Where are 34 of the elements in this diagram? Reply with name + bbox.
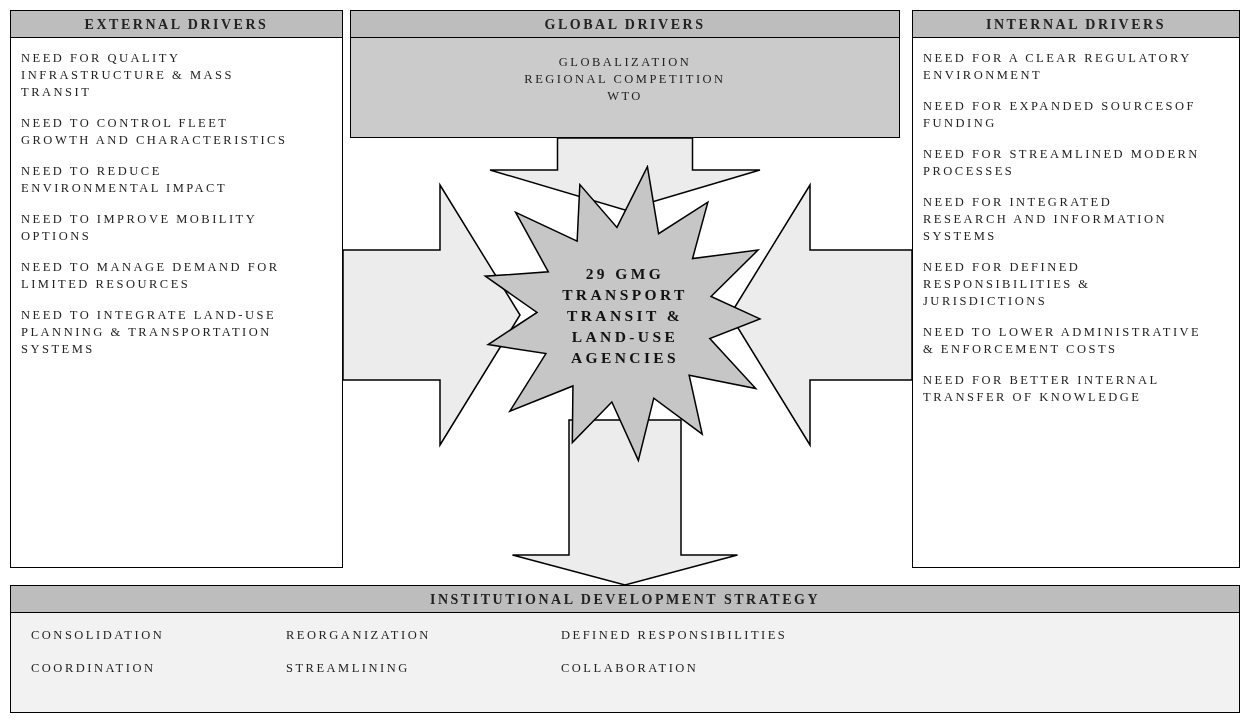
panel-heading: EXTERNAL DRIVERS <box>11 11 342 38</box>
starburst-label: 29 GMG TRANSPORT TRANSIT & LAND-USE AGENCIES <box>561 263 689 368</box>
strategy-panel <box>10 585 1240 713</box>
driver-item: NEED TO IMPROVE MOBILITY OPTIONS <box>21 211 258 245</box>
driver-item: WTO <box>607 88 643 105</box>
strategy-item: COORDINATION <box>31 660 157 677</box>
driver-item: NEED FOR QUALITY INFRASTRUCTURE & MASS TRANSIT <box>21 50 235 101</box>
strategy-item: STREAMLINING <box>286 660 411 677</box>
driver-item: NEED TO REDUCE ENVIRONMENTAL IMPACT <box>21 163 229 197</box>
driver-item: NEED FOR EXPANDED SOURCESOF FUNDING <box>923 98 1197 132</box>
driver-item: NEED TO CONTROL FLEET GROWTH AND CHARACTERISTICS <box>21 115 289 149</box>
strategy-item: REORGANIZATION <box>286 627 432 644</box>
driver-item: GLOBALIZATION <box>558 54 692 71</box>
strategy-item: DEFINED RESPONSIBILITIES <box>561 627 789 644</box>
block-arrow <box>342 182 521 448</box>
driver-item: NEED FOR STREAMLINED MODERN PROCESSES <box>923 146 1201 180</box>
driver-item: NEED TO LOWER ADMINISTRATIVE & ENFORCEMENT COSTS <box>923 324 1203 358</box>
driver-panel <box>10 10 343 568</box>
driver-item: REGIONAL COMPETITION <box>524 71 726 88</box>
panel-heading: INSTITUTIONAL DEVELOPMENT STRATEGY <box>11 586 1239 613</box>
driver-item: NEED FOR A CLEAR REGULATORY ENVIRONMENT <box>923 50 1193 84</box>
driver-item: NEED TO INTEGRATE LAND-USE PLANNING & TRANSPORTATION SYSTEMS <box>21 307 278 358</box>
driver-item: NEED FOR DEFINED RESPONSIBILITIES & JURISDICTIONS <box>923 259 1092 310</box>
panel-heading: GLOBAL DRIVERS <box>351 11 899 38</box>
driver-item: NEED FOR BETTER INTERNAL TRANSFER OF KNOWLEDGE <box>923 372 1161 406</box>
driver-item: NEED TO MANAGE DEMAND FOR LIMITED RESOURCES <box>21 259 281 293</box>
strategy-item: COLLABORATION <box>561 660 700 677</box>
global-drivers-panel <box>350 10 900 138</box>
panel-heading: INTERNAL DRIVERS <box>913 11 1239 38</box>
block-arrow <box>511 419 739 586</box>
driver-panel <box>912 10 1240 568</box>
strategy-item: CONSOLIDATION <box>31 627 166 644</box>
driver-item: NEED FOR INTEGRATED RESEARCH AND INFORMATION SYSTEMS <box>923 194 1169 245</box>
block-arrow <box>489 137 761 211</box>
